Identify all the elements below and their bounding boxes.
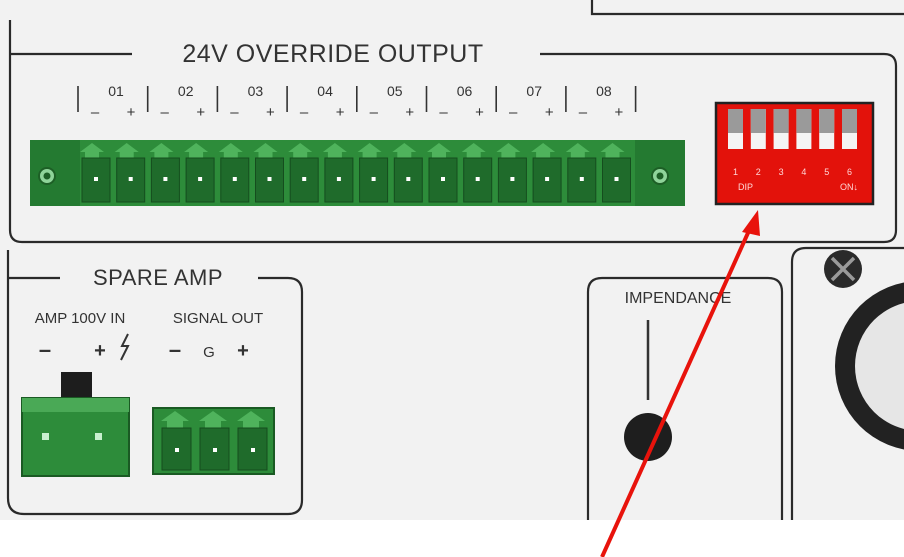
terminal-pin <box>357 143 389 203</box>
amp-minus-label: – <box>39 337 51 362</box>
channel-minus: – <box>370 104 379 121</box>
dip-switch-6[interactable]: 6 <box>842 109 857 177</box>
channel-number-02: 02 <box>178 83 194 99</box>
xlr-section-frame <box>790 246 904 520</box>
terminal-pin <box>80 143 111 203</box>
channel-number-07: 07 <box>526 83 542 99</box>
signal-pin <box>161 411 192 471</box>
channel-labels: 01–+02–+03–+04–+05–+06–+07–+08–+ <box>77 83 637 121</box>
red-pointer-arrow <box>600 223 754 557</box>
top-right-module-edge <box>590 0 904 16</box>
terminal-pin <box>184 143 215 203</box>
signal-out-connector <box>152 407 275 475</box>
terminal-pin <box>531 143 562 203</box>
terminal-pin <box>253 143 284 203</box>
channel-minus: – <box>579 104 588 121</box>
terminal-pin <box>600 143 631 203</box>
dip-label: DIP <box>738 182 753 192</box>
channel-minus: – <box>300 104 309 121</box>
override-terminal-block <box>30 140 685 206</box>
terminal-pin <box>114 143 146 203</box>
spare-amp-frame <box>6 250 304 516</box>
terminal-pin <box>461 143 493 203</box>
channel-minus: – <box>439 104 448 121</box>
amp-100v-in-connector <box>21 372 130 477</box>
channel-plus: + <box>196 104 205 121</box>
channel-plus: + <box>127 104 136 121</box>
channel-plus: + <box>475 104 484 121</box>
channel-plus: + <box>615 104 624 121</box>
dip-switch-2[interactable]: 2 <box>750 109 766 177</box>
amp-100v-in-label: AMP 100V IN <box>35 310 126 327</box>
channel-number-08: 08 <box>596 83 612 99</box>
channel-number-04: 04 <box>317 83 333 99</box>
terminal-pin <box>496 143 527 203</box>
channel-plus: + <box>545 104 554 121</box>
impedance-frame <box>586 276 784 520</box>
channel-minus: – <box>161 104 170 121</box>
dip-switch[interactable]: 1 2 3 4 5 6 DIP ON↓ <box>714 101 875 206</box>
high-voltage-bolt-icon <box>120 333 130 361</box>
channel-minus: – <box>509 104 518 121</box>
dip-number-3: 3 <box>779 167 784 177</box>
signal-ground-label: G <box>203 344 215 361</box>
override-section-frame <box>8 20 898 244</box>
impedance-label: IMPENDANCE <box>625 290 732 307</box>
amp-plus-label: + <box>94 340 106 362</box>
signal-minus-label: – <box>169 337 181 362</box>
dip-switch-5[interactable]: 5 <box>819 109 835 177</box>
rear-panel-background <box>0 0 904 520</box>
channel-number-03: 03 <box>248 83 264 99</box>
red-arrow-head <box>742 210 760 236</box>
terminal-pin <box>288 143 319 203</box>
override-title: 24V OVERRIDE OUTPUT <box>182 40 483 68</box>
channel-plus: + <box>266 104 275 121</box>
terminal-pin <box>392 143 423 203</box>
channel-number-01: 01 <box>108 83 124 99</box>
channel-minus: – <box>91 104 100 121</box>
dip-on-label: ON↓ <box>840 182 858 192</box>
terminal-pin <box>565 143 597 203</box>
terminal-pin <box>322 143 354 203</box>
signal-plus-label: + <box>237 340 249 362</box>
spare-amp-title: SPARE AMP <box>93 265 223 290</box>
channel-number-05: 05 <box>387 83 403 99</box>
channel-number-06: 06 <box>457 83 473 99</box>
dip-number-4: 4 <box>801 167 806 177</box>
dip-switch-3[interactable]: 3 <box>773 109 789 177</box>
signal-pin <box>199 411 230 471</box>
terminal-pin <box>218 143 250 203</box>
dip-number-1: 1 <box>733 167 738 177</box>
dip-switch-4[interactable]: 4 <box>796 109 812 177</box>
channel-minus: – <box>230 104 239 121</box>
dip-number-5: 5 <box>824 167 829 177</box>
channel-plus: + <box>405 104 414 121</box>
dip-number-6: 6 <box>847 167 852 177</box>
terminal-pin <box>427 143 458 203</box>
terminal-pin <box>149 143 180 203</box>
signal-pin <box>237 411 268 471</box>
dip-switch-1[interactable]: 1 <box>728 109 743 177</box>
channel-plus: + <box>336 104 345 121</box>
signal-out-label: SIGNAL OUT <box>173 310 263 327</box>
dip-number-2: 2 <box>756 167 761 177</box>
